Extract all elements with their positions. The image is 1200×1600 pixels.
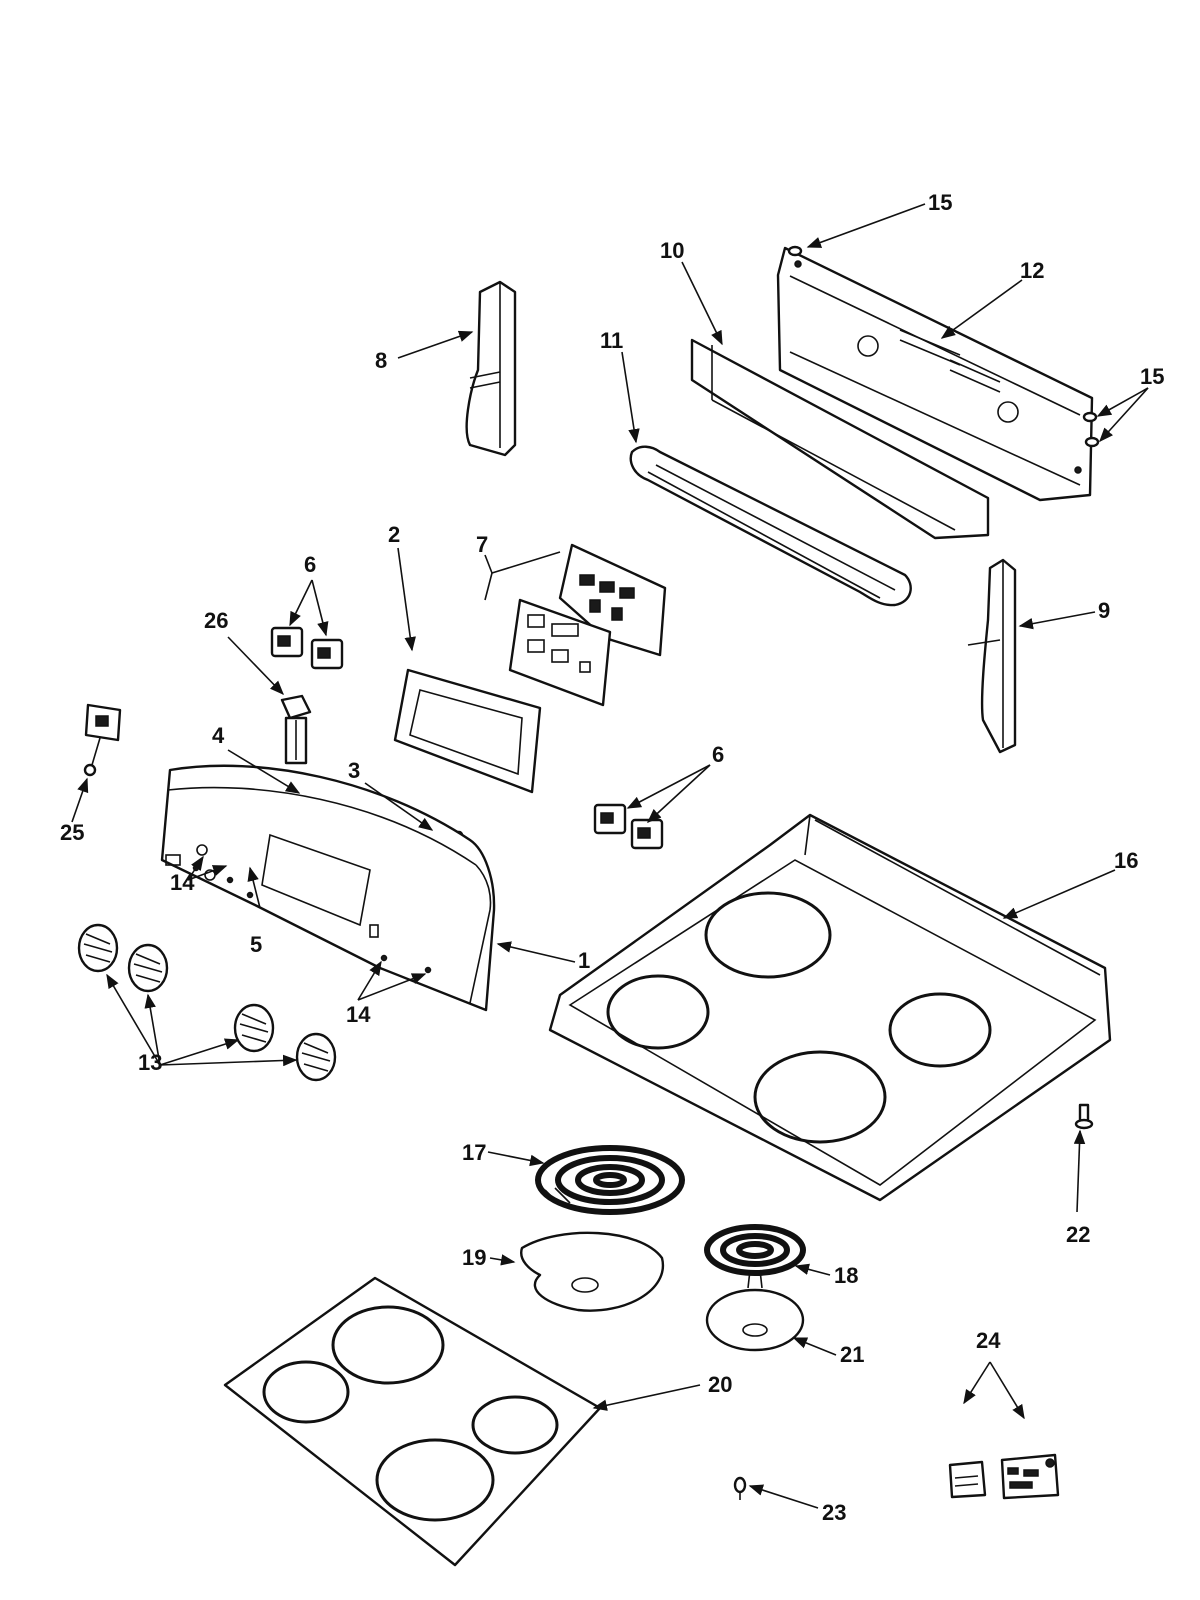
temperature-sensor — [83, 703, 122, 777]
cooktop-trim — [223, 1276, 602, 1567]
screw-22 — [1074, 1103, 1094, 1130]
control-panel — [160, 764, 496, 1012]
callout-23: 23 — [822, 1500, 846, 1525]
callout-15-top: 15 — [928, 190, 952, 215]
callout-2: 2 — [388, 522, 400, 547]
callout-26: 26 — [204, 608, 228, 633]
screw-15-right-b — [1084, 436, 1100, 448]
display-window — [393, 668, 542, 794]
callout-24: 24 — [976, 1328, 1001, 1353]
literature-kit — [948, 1453, 1060, 1500]
callout-4: 4 — [212, 723, 225, 748]
callout-20: 20 — [708, 1372, 732, 1397]
callout-6-upper: 6 — [304, 552, 316, 577]
switch-pair-lower — [593, 803, 664, 850]
callout-15-right: 15 — [1140, 364, 1164, 389]
callout-3: 3 — [348, 758, 360, 783]
callout-16: 16 — [1114, 848, 1138, 873]
callout-9: 9 — [1098, 598, 1110, 623]
large-drip-bowl — [520, 1231, 665, 1312]
callout-7: 7 — [476, 532, 488, 557]
callout-22: 22 — [1066, 1222, 1090, 1247]
callout-19: 19 — [462, 1245, 486, 1270]
callout-25: 25 — [60, 820, 84, 845]
screw-15-right-a — [1082, 411, 1098, 423]
callout-12: 12 — [1020, 258, 1044, 283]
small-drip-bowl — [705, 1288, 805, 1352]
callout-18: 18 — [834, 1263, 858, 1288]
callout-1: 1 — [578, 948, 590, 973]
switch-pair-upper — [270, 626, 344, 670]
left-end-cap — [465, 280, 517, 457]
knob-1 — [77, 923, 119, 973]
knob-4 — [295, 1032, 337, 1082]
handle-trim — [629, 445, 912, 607]
small-surface-element — [704, 1224, 806, 1289]
trim-strip — [690, 338, 990, 540]
callout-17: 17 — [462, 1140, 486, 1165]
leader-lines — [71, 203, 1149, 1509]
callout-14-right: 14 — [346, 1002, 371, 1027]
callout-21: 21 — [840, 1342, 864, 1367]
main-top — [548, 813, 1112, 1202]
callout-13: 13 — [138, 1050, 162, 1075]
callout-labels: 1 2 3 4 5 6 6 7 8 9 10 11 12 13 14 14 15… — [60, 190, 1164, 1525]
callout-8: 8 — [375, 348, 387, 373]
callout-5: 5 — [250, 932, 262, 957]
indicator-lamp — [280, 694, 312, 765]
large-surface-element — [535, 1145, 685, 1215]
right-end-cap — [967, 558, 1017, 754]
knob-3 — [233, 1003, 275, 1053]
callout-11: 11 — [600, 328, 623, 353]
knob-2 — [127, 943, 169, 993]
callout-10: 10 — [660, 238, 684, 263]
screw-23 — [733, 1476, 747, 1500]
screw-15-top — [787, 245, 803, 257]
callout-6-lower: 6 — [712, 742, 724, 767]
callout-14-left: 14 — [170, 870, 195, 895]
rear-panel — [776, 246, 1094, 502]
electronic-control — [508, 543, 667, 707]
